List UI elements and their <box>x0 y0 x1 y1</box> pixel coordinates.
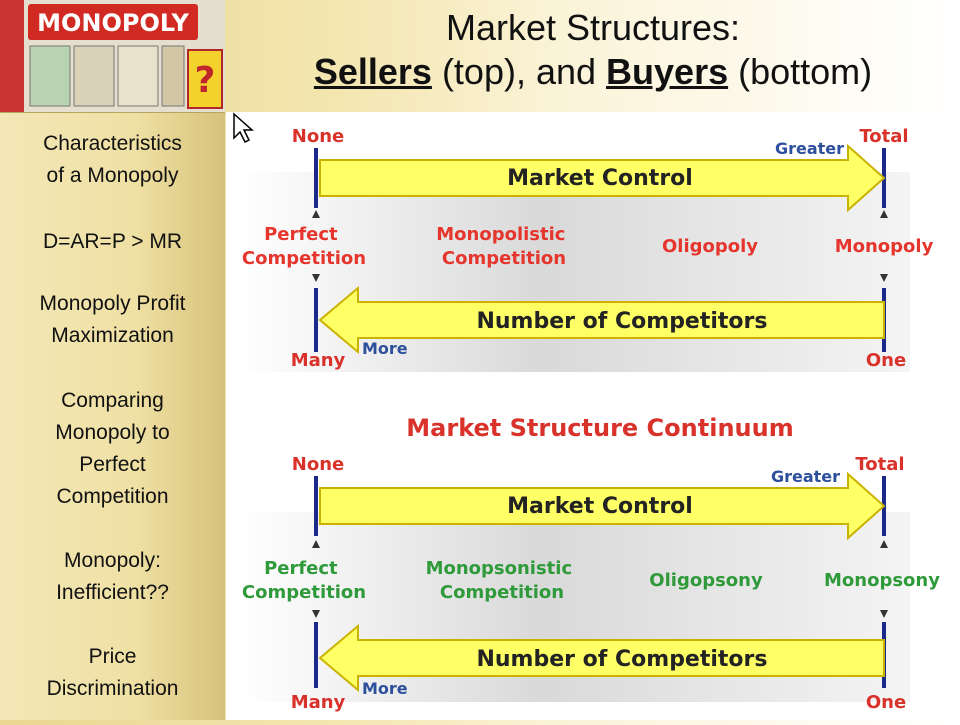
title-bottom: (bottom) <box>728 51 873 92</box>
buyers-one-label: One <box>866 692 906 713</box>
sellers-monopolistic-competition-label: Monopolistic Competition <box>436 224 572 269</box>
sellers-monopoly-label: Monopoly <box>835 236 934 257</box>
nav-line: Monopoly: <box>64 549 161 572</box>
nav-characteristics-of-a-monopoly[interactable]: Characteristics of a Monopoly <box>0 128 225 192</box>
title-top: (top), and <box>431 51 607 92</box>
nav-line: Maximization <box>51 324 174 347</box>
buyers-monopsony-label: Monopsony <box>824 570 940 591</box>
buyers-more-label: More <box>362 679 408 698</box>
buyers-monopsonistic-competition-label: Monopsonistic Competition <box>426 558 579 603</box>
sellers-number-of-competitors-label: Number of Competitors <box>476 309 767 334</box>
nav-line: Price <box>88 645 137 668</box>
sellers-more-label: More <box>362 339 408 358</box>
sellers-perfect-competition-label: Perfect Competition <box>242 224 366 269</box>
slide-title: Market Structures: Sellers (top), and Bu… <box>226 6 960 94</box>
sellers-total-label: Total <box>859 126 908 147</box>
sellers-panel: None Total Greater Market Control Perfec… <box>240 126 934 372</box>
buyers-number-of-competitors-arrow <box>318 623 885 693</box>
title-line-1: Market Structures: <box>445 7 741 48</box>
sellers-greater-label: Greater <box>775 139 844 158</box>
nav-monopoly-inefficient[interactable]: Monopoly: Inefficient?? <box>0 545 225 609</box>
nav-line: Competition <box>56 485 169 508</box>
sellers-left-up-marker <box>312 210 320 218</box>
sellers-market-control-label: Market Control <box>507 166 693 191</box>
sellers-right-down-marker <box>880 274 888 282</box>
sellers-background-band <box>240 172 910 372</box>
nav-line: Discrimination <box>46 677 179 700</box>
buyers-panel: Market Structure Continuum None Total Gr… <box>240 414 940 713</box>
logo-question-mark: ? <box>195 60 216 101</box>
title-sellers: Sellers <box>313 51 432 92</box>
sellers-many-label: Many <box>291 350 346 371</box>
sellers-market-control-arrow <box>319 143 886 213</box>
sellers-oligopoly-label: Oligopoly <box>662 236 758 257</box>
buyers-oligopsony-label: Oligopsony <box>649 570 763 591</box>
nav-line: Inefficient?? <box>56 581 169 604</box>
buyers-number-of-competitors-label: Number of Competitors <box>476 647 767 672</box>
buyers-perfect-competition-label: Perfect Competition <box>242 558 366 603</box>
nav-line: Comparing <box>61 389 164 412</box>
buyers-many-label: Many <box>291 692 346 713</box>
monopoly-logo: MONOPOLY ? <box>0 0 225 113</box>
buyers-right-up-marker <box>880 540 888 548</box>
buyers-total-label: Total <box>855 454 904 475</box>
sellers-none-label: None <box>292 126 344 147</box>
nav-line: D=AR=P > MR <box>42 230 183 253</box>
sellers-right-up-marker <box>880 210 888 218</box>
buyers-left-up-marker <box>312 540 320 548</box>
mouse-cursor-icon <box>233 112 254 144</box>
buyers-heading: Market Structure Continuum <box>406 414 793 442</box>
nav-line: Perfect <box>79 453 146 476</box>
nav-d-ar-p-mr[interactable]: D=AR=P > MR <box>0 226 225 258</box>
nav-line: of a Monopoly <box>46 164 179 187</box>
buyers-right-down-marker <box>880 610 888 618</box>
title-buyers: Buyers <box>606 51 729 92</box>
buyers-left-down-marker <box>312 610 320 618</box>
nav-line: Monopoly to <box>55 421 170 444</box>
market-structure-diagram: None Total Greater Market Control Perfec… <box>226 112 960 720</box>
title-line-2: Sellers (top), and Buyers (bottom) <box>226 50 960 94</box>
nav-line: Characteristics <box>43 132 182 155</box>
sellers-one-label: One <box>866 350 906 371</box>
sellers-number-of-competitors-arrow <box>318 285 885 355</box>
buyers-greater-label: Greater <box>771 467 840 486</box>
logo-text: MONOPOLY <box>37 9 189 37</box>
nav-line: Monopoly Profit <box>39 292 186 315</box>
buyers-market-control-arrow <box>319 471 886 541</box>
buyers-market-control-label: Market Control <box>507 494 693 519</box>
buyers-none-label: None <box>292 454 344 475</box>
sellers-left-down-marker <box>312 274 320 282</box>
